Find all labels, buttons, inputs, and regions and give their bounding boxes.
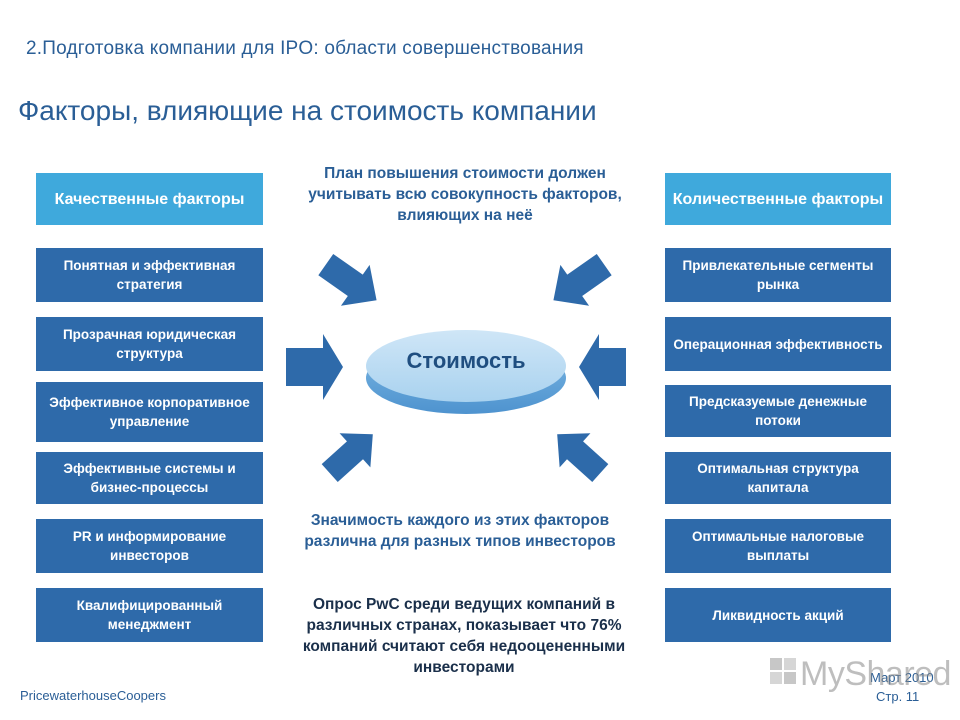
right-factor-6: Ликвидность акций (665, 588, 891, 642)
watermark-text: MyShared (800, 655, 951, 693)
arrow-left-icon (286, 334, 343, 400)
survey-text: Опрос PwC среди ведущих компаний в разли… (302, 596, 626, 676)
company-name: PricewaterhouseCoopers (20, 688, 166, 703)
arrow-bottom-left-icon (321, 433, 373, 482)
arrow-right-icon (579, 334, 626, 400)
arrow-top-left-icon (318, 253, 377, 306)
page-number: Стр. 11 (876, 689, 920, 704)
plan-text: План повышения стоимости должен учитыват… (308, 165, 622, 224)
left-factor-5: PR и информирование инвесторов (36, 519, 263, 573)
arrow-top-right-icon (553, 253, 612, 306)
right-factor-1: Привлекательные сегменты рынка (665, 248, 891, 302)
right-factor-5: Оптимальные налоговые выплаты (665, 519, 891, 573)
page-title: Факторы, влияющие на стоимость компании (18, 95, 597, 126)
qualitative-factors-heading: Качественные факторы (36, 173, 263, 225)
arrow-bottom-right-icon (557, 433, 609, 482)
watermark-logo-icon (770, 658, 796, 684)
section-title: 2.Подготовка компании для IPO: области с… (26, 38, 584, 59)
right-factor-3: Предсказуемые денежные потоки (665, 385, 891, 437)
footer-date: Март 2010 (870, 670, 934, 685)
left-factor-2: Прозрачная юридическая структура (36, 317, 263, 371)
left-factor-4: Эффективные системы и бизнес-процессы (36, 452, 263, 504)
importance-text: Значимость каждого из этих факторов разл… (304, 512, 616, 550)
right-factor-4: Оптимальная структура капитала (665, 452, 891, 504)
left-factor-6: Квалифицированный менеджмент (36, 588, 263, 642)
quantitative-factors-heading: Количественные факторы (665, 173, 891, 225)
left-factor-1: Понятная и эффективная стратегия (36, 248, 263, 302)
value-ellipse (366, 330, 566, 414)
left-factor-3: Эффективное корпоративное управление (36, 382, 263, 442)
value-label: Стоимость (406, 348, 526, 373)
right-factor-2: Операционная эффективность (665, 317, 891, 371)
